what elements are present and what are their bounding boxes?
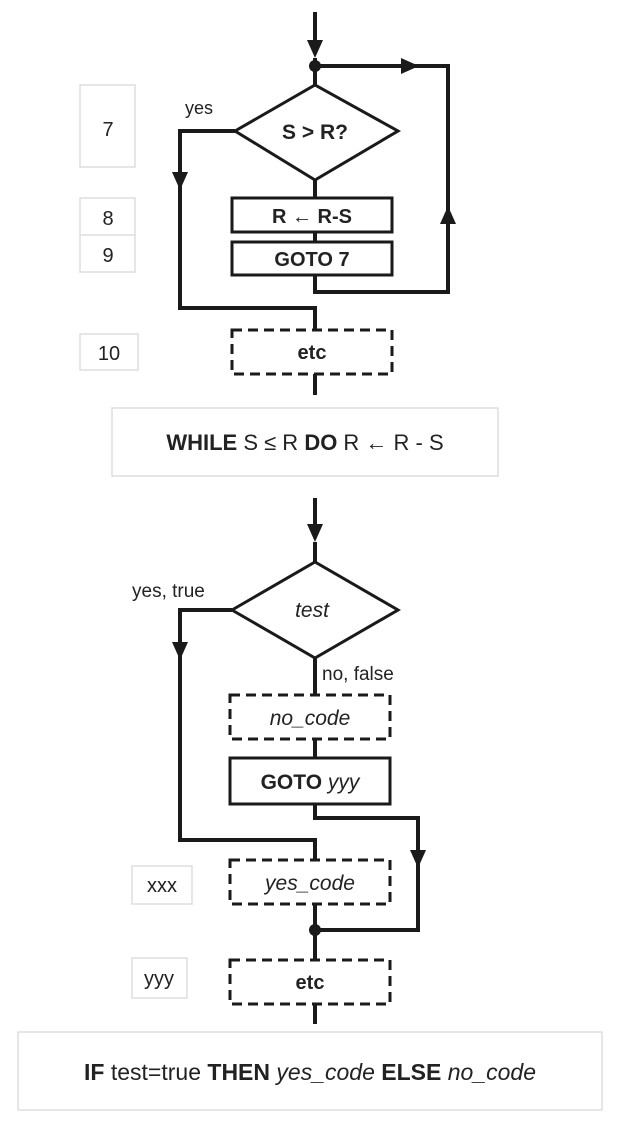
step-number-8: 8 bbox=[102, 208, 113, 230]
if-caption: IF test=true THEN yes_code ELSE no_code bbox=[84, 1059, 536, 1085]
yes-code-box bbox=[228, 858, 392, 906]
if-yes-path bbox=[178, 608, 317, 860]
if-etc-text: etc bbox=[296, 972, 325, 994]
step-number-box-10 bbox=[79, 333, 139, 371]
if-diagram: test yes, true no, false no_code GOTO yy… bbox=[17, 498, 603, 1111]
caption-yes-part: yes_code bbox=[270, 1059, 381, 1085]
loop-etc-box bbox=[230, 328, 394, 376]
if-yes-arrowhead bbox=[172, 642, 188, 660]
caption-keyword-do: DO bbox=[304, 430, 337, 455]
loop-back-arrowhead-up bbox=[440, 206, 456, 224]
entry-arrowhead bbox=[307, 40, 323, 58]
loop-back-arrowhead-right bbox=[401, 58, 419, 74]
loop-decision-diamond bbox=[232, 83, 402, 182]
loop-diagram: 7 8 9 10 S > R? yes R ← R-S GOTO 7 bbox=[79, 12, 499, 477]
no-code-text: no_code bbox=[270, 707, 351, 730]
if-decision-text: test bbox=[295, 599, 330, 622]
loop-caption: WHILE S ≤ R DO R ← R - S bbox=[166, 430, 443, 455]
loop-caption-box bbox=[111, 407, 499, 477]
caption-no-part: no_code bbox=[441, 1059, 536, 1085]
label-box-yyy bbox=[131, 957, 188, 999]
label-xxx: xxx bbox=[147, 875, 177, 897]
goto-jump-path bbox=[313, 804, 420, 932]
caption-action: R ← R - S bbox=[337, 430, 443, 455]
caption-condition: S ≤ R bbox=[237, 430, 304, 455]
caption-if-condition: test=true bbox=[104, 1059, 207, 1085]
if-yes-label: yes, true bbox=[132, 581, 205, 602]
yes-code-text: yes_code bbox=[263, 872, 355, 895]
no-code-box bbox=[228, 693, 392, 741]
loop-yes-path bbox=[178, 129, 317, 330]
label-box-xxx bbox=[131, 865, 193, 905]
assign-box bbox=[230, 196, 394, 234]
goto-jump-arrowhead bbox=[410, 850, 426, 868]
if-no-label: no, false bbox=[322, 664, 394, 685]
goto-keyword: GOTO bbox=[261, 771, 328, 794]
label-yyy: yyy bbox=[144, 968, 174, 990]
step-number-10: 10 bbox=[98, 343, 120, 365]
loop-decision-text: S > R? bbox=[282, 121, 348, 144]
caption-keyword-if: IF bbox=[84, 1059, 104, 1085]
goto-yyy-text: GOTO yyy bbox=[261, 771, 361, 794]
goto-target: yyy bbox=[326, 771, 361, 794]
caption-keyword-then: THEN bbox=[207, 1059, 270, 1085]
if-join-dot bbox=[309, 924, 321, 936]
if-caption-box bbox=[17, 1031, 603, 1111]
loop-yes-arrowhead bbox=[172, 172, 188, 190]
caption-keyword-while: WHILE bbox=[166, 430, 237, 455]
if-decision-diamond bbox=[229, 560, 401, 660]
if-etc-box bbox=[228, 958, 392, 1006]
step-number-9: 9 bbox=[102, 245, 113, 267]
goto-7-box bbox=[230, 240, 394, 277]
goto-7-text: GOTO 7 bbox=[274, 249, 349, 271]
assign-box-text: R ← R-S bbox=[272, 206, 352, 228]
step-number-box-7 bbox=[79, 84, 136, 168]
caption-keyword-else: ELSE bbox=[381, 1059, 441, 1085]
step-number-7: 7 bbox=[102, 119, 113, 141]
loop-yes-label: yes bbox=[185, 98, 213, 118]
goto-yyy-box bbox=[228, 756, 392, 806]
loop-etc-text: etc bbox=[298, 342, 327, 364]
if-entry-arrowhead bbox=[307, 524, 323, 542]
